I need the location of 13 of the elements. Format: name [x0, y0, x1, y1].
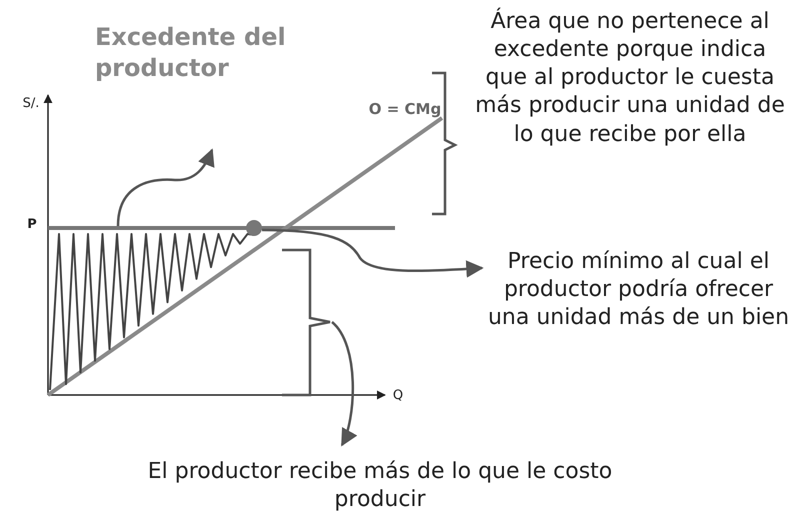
axis-label: P [26, 217, 38, 234]
curved-arrow [262, 228, 484, 278]
curve-label: O = CMg [368, 100, 442, 120]
callout-text: Precio mínimo al cual el productor podría ofrecer una unidad más de un bien [486, 248, 791, 332]
callout-text: El productor recibe más de lo que le costo producir [100, 458, 660, 514]
bracket [282, 248, 332, 396]
axis-label: S/. [22, 96, 40, 113]
curved-arrow [331, 321, 356, 447]
equilibrium-point [246, 220, 262, 236]
axis-label: Q [392, 388, 404, 405]
curved-arrow [116, 148, 214, 226]
title-text: Excedente del productor [95, 22, 315, 84]
annotation-text: Área que no pertenece al excedente porque indica que al productor le cuesta más producir una unidad de lo que recibe por ella [474, 8, 786, 149]
